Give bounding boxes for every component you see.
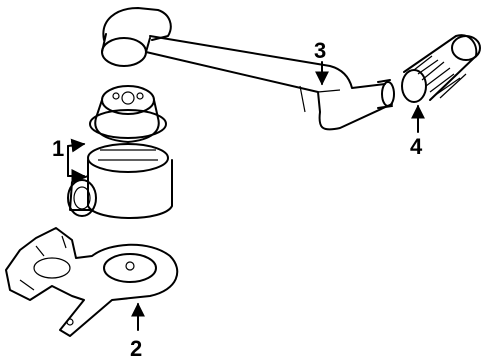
callout-3: 3 [314, 38, 326, 63]
mounting-bracket-icon [5, 227, 179, 337]
callout-4: 4 [410, 134, 423, 159]
callout-2: 2 [130, 336, 142, 360]
intake-duct-icon [101, 7, 395, 131]
callout-1: 1 [52, 136, 64, 161]
air-cleaner-assembly-icon [67, 85, 173, 219]
leader-lines [67, 61, 425, 331]
corrugated-hose-icon [401, 34, 481, 103]
